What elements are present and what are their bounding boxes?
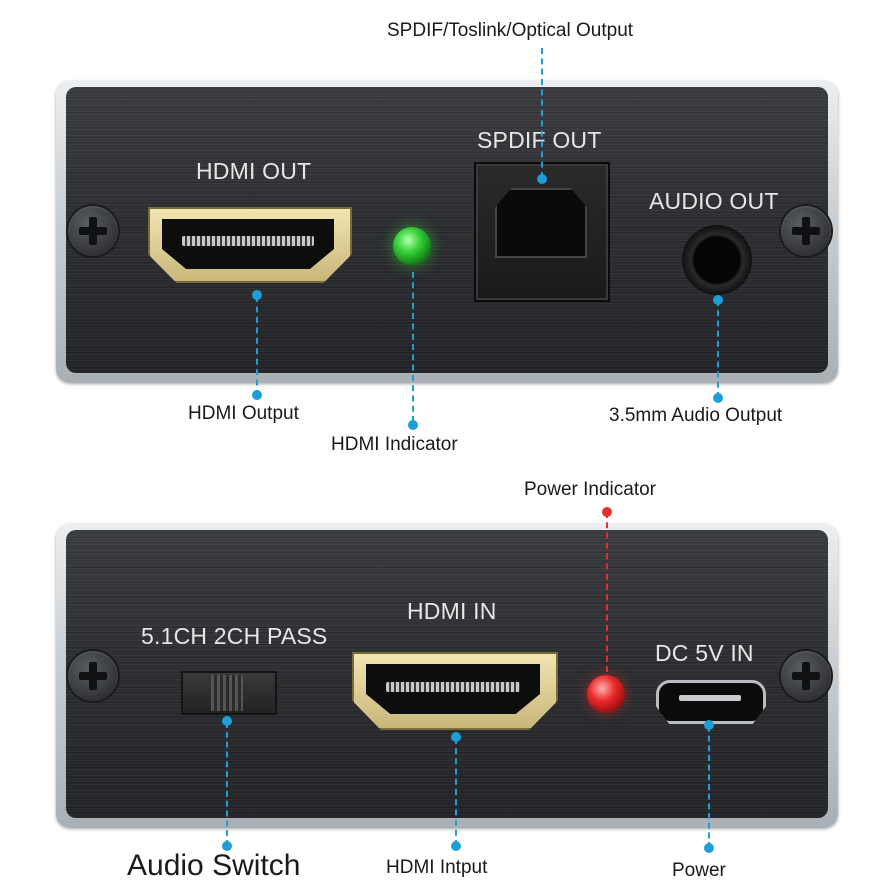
audio-output-caption: 3.5mm Audio Output — [609, 405, 783, 426]
spdif-leader-dot — [537, 174, 547, 184]
hdmi-in-pins — [386, 682, 520, 692]
hdmi-output-leader-dot-top — [252, 290, 262, 300]
audio-output-leader-line — [717, 300, 719, 398]
power-indicator-caption: Power Indicator — [524, 479, 657, 500]
hdmi-input-leader-dot-top — [451, 732, 461, 742]
hdmi-output-leader-line — [256, 296, 258, 396]
power-leader-dot-bottom — [704, 843, 714, 853]
optical-port-slot — [495, 188, 587, 258]
hdmi-output-caption: HDMI Output — [188, 403, 299, 424]
dc-in-label: DC 5V IN — [655, 640, 754, 666]
screw-icon — [68, 206, 118, 256]
slide-switch-icon — [181, 671, 277, 715]
power-indicator-led-icon — [587, 675, 625, 713]
screw-icon — [781, 206, 831, 256]
hdmi-out-label: HDMI OUT — [196, 158, 312, 184]
spdif-leader-line — [541, 48, 543, 178]
spdif-caption: SPDIF/Toslink/Optical Output — [387, 20, 634, 41]
audio-switch-leader-dot-top — [222, 716, 232, 726]
power-caption: Power — [672, 860, 726, 881]
power-leader-dot-top — [704, 720, 714, 730]
audio-output-leader-dot-bottom — [713, 393, 723, 403]
hdmi-indicator-leader-line — [412, 272, 414, 422]
audio-switch-label: 5.1CH 2CH PASS — [141, 623, 328, 649]
micro-usb-tongue — [679, 695, 741, 701]
audio-jack-icon — [682, 225, 752, 295]
hdmi-indicator-led-icon — [393, 227, 431, 265]
slide-switch-knob — [211, 675, 243, 711]
audio-switch-leader-dot-bottom — [222, 841, 232, 851]
power-leader-line — [708, 726, 710, 848]
hdmi-indicator-caption: HDMI Indicator — [331, 434, 458, 455]
hdmi-input-leader-line — [455, 738, 457, 846]
hdmi-output-leader-dot-bottom — [252, 390, 262, 400]
audio-switch-leader-line — [226, 722, 228, 846]
audio-switch-caption: Audio Switch — [127, 849, 301, 882]
spdif-out-label: SPDIF OUT — [477, 127, 602, 153]
micro-usb-port-icon — [656, 680, 766, 724]
power-indicator-leader-line — [606, 512, 608, 672]
hdmi-out-pins — [182, 236, 314, 246]
hdmi-in-label: HDMI IN — [407, 598, 497, 624]
screw-icon — [781, 651, 831, 701]
hdmi-input-leader-dot-bottom — [451, 841, 461, 851]
audio-output-leader-dot-top — [713, 295, 723, 305]
hdmi-input-caption: HDMI Intput — [386, 857, 488, 878]
audio-out-label: AUDIO OUT — [649, 188, 779, 214]
power-indicator-leader-dot — [602, 507, 612, 517]
hdmi-indicator-leader-dot — [408, 420, 418, 430]
screw-icon — [68, 651, 118, 701]
